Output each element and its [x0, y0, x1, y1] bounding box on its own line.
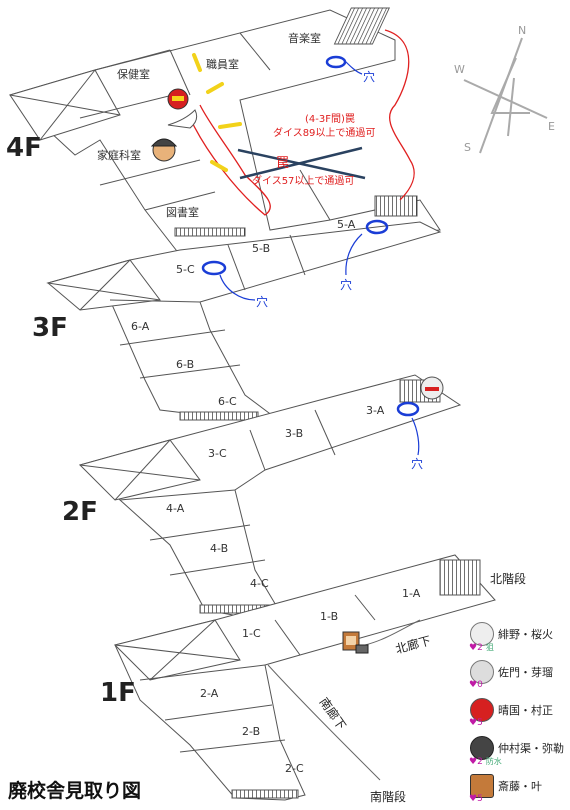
stairs-3f-south [179, 411, 259, 421]
cap-avatar-icon [470, 736, 494, 760]
floor-1 [114, 554, 496, 801]
room-5b: 5-B [252, 242, 270, 255]
room-ongaku: 音楽室 [288, 31, 321, 45]
stairs-1f-south [231, 789, 299, 799]
floor-3-labels: 5-B 5-C 6-A 6-B 6-C [131, 242, 270, 408]
compass-n: N [518, 24, 526, 37]
room-1a: 1-A [402, 587, 421, 600]
crossed-trap-detail: ダイス57以上で通過可 [252, 176, 355, 187]
room-4a: 4-A [166, 502, 185, 515]
white-hair-avatar-icon [470, 622, 494, 646]
room-6c: 6-C [218, 395, 237, 408]
room-3c: 3-C [208, 447, 227, 460]
room-hoken: 保健室 [117, 67, 150, 81]
room-tosho: 図書室 [166, 205, 199, 219]
room-2a: 2-A [200, 687, 219, 700]
room-1b: 1-B [320, 610, 338, 623]
hole-label-3a: 穴 [411, 457, 424, 471]
hole-label-5a: 穴 [340, 278, 353, 292]
legend-item: 斎藤・叶 ♥5 [466, 772, 570, 810]
floor-label-1f: 1F [100, 678, 136, 708]
map-token-white-hair [420, 376, 444, 400]
hole-5a [365, 219, 389, 235]
stairs-4f-north [333, 7, 391, 45]
floor-1-labels: 1-A 1-B 1-C 2-A 2-B 2-C [200, 587, 421, 775]
trap-note-detail: ダイス89以上で通過可 [273, 128, 376, 139]
hole-markers [201, 55, 420, 417]
room-2c: 2-C [285, 762, 304, 775]
compass-rose: N E S W [454, 24, 555, 154]
compass-s: S [464, 141, 471, 154]
heart-icon: ♥ [469, 757, 478, 767]
south-stairs-label: 南階段 [370, 790, 407, 804]
map-token-cap [150, 138, 178, 162]
map-token-box [342, 631, 369, 654]
room-shokuin: 職員室 [206, 57, 239, 71]
north-stairs-label: 北階段 [490, 572, 527, 586]
heart-icon: ♥ [469, 680, 478, 690]
room-4c: 4-C [250, 577, 269, 590]
room-6a: 6-A [131, 320, 150, 333]
floor-label-3f: 3F [32, 313, 68, 343]
room-katei: 家庭科室 [97, 148, 141, 162]
stairs-4f-south [374, 195, 418, 217]
heart-icon: ♥ [469, 794, 478, 804]
stairs-4f-library [174, 227, 246, 237]
room-3b: 3-B [285, 427, 303, 440]
floor-4-labels: 保健室 職員室 音楽室 家庭科室 図書室 5-A [97, 31, 356, 231]
map-token-helmet [167, 88, 198, 129]
yellow-marks [192, 53, 242, 172]
hole-3a [396, 401, 420, 417]
hole-4f [325, 55, 347, 69]
floor-label-2f: 2F [62, 497, 98, 527]
room-1c: 1-C [242, 627, 261, 640]
north-corridor-line [364, 619, 421, 646]
hole-leader-lines [219, 59, 420, 456]
floor-4 [9, 7, 441, 256]
floor-2 [78, 374, 462, 619]
map-title: 廃校舎見取り図 [8, 780, 142, 802]
trap-note-heading: (4-3F間)罠 [305, 114, 355, 125]
room-5c: 5-C [176, 263, 195, 276]
trap-route [189, 29, 415, 216]
room-6b: 6-B [176, 358, 194, 371]
compass-e: E [548, 120, 555, 133]
hole-label-4f: 穴 [363, 70, 376, 84]
grey-hair-avatar-icon [470, 660, 494, 684]
legend-item: 晴国・村正 ♥5 [466, 696, 570, 734]
hole-5c [201, 260, 227, 276]
south-corridor-line [267, 664, 381, 781]
crossed-trap-mark [237, 146, 366, 180]
compass-w: W [454, 63, 465, 76]
red-helmet-avatar-icon [470, 698, 494, 722]
hole-label-5c: 穴 [256, 295, 269, 309]
heart-icon: ♥ [469, 718, 478, 728]
floor-3 [46, 221, 442, 426]
room-5a: 5-A [337, 218, 356, 231]
room-3a: 3-A [366, 404, 385, 417]
room-4b: 4-B [210, 542, 228, 555]
crossed-trap-heading: 罠 [276, 156, 290, 171]
stairs-1f-north [439, 559, 481, 596]
floor-2-labels: 3-A 3-B 3-C 4-A 4-B 4-C [166, 404, 385, 590]
heart-icon: ♥ [469, 643, 478, 653]
floor-label-4f: 4F [6, 133, 42, 163]
room-2b: 2-B [242, 725, 260, 738]
box-avatar-icon [470, 774, 494, 798]
legend-item: 佐門・芽瑠 ♥0 [466, 658, 570, 696]
